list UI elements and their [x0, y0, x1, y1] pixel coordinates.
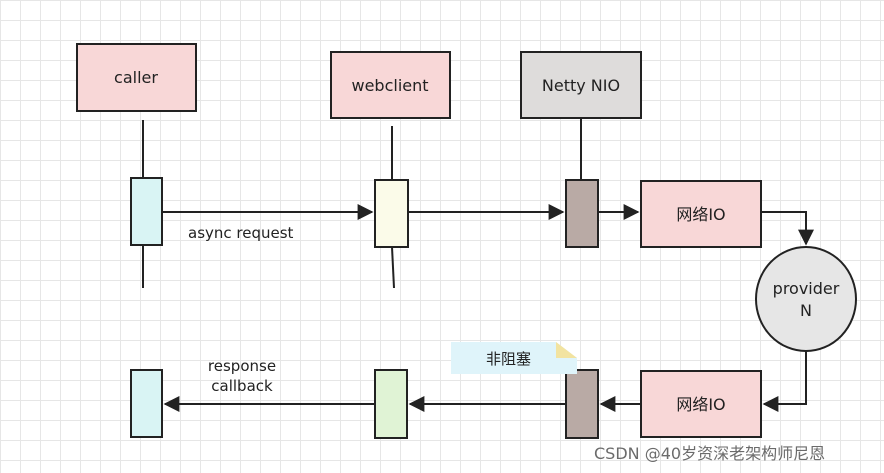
caller-box: caller	[76, 43, 197, 112]
network-io-top-label: 网络IO	[676, 205, 725, 224]
watermark-text: CSDN @40岁资深老架构师尼恩	[594, 444, 825, 463]
caller-activation-bottom	[130, 369, 163, 438]
provider-label-line1: provider	[773, 279, 840, 298]
netty-activation-top	[565, 179, 599, 248]
network-io-bottom-box: 网络IO	[640, 370, 762, 438]
caller-activation-top	[130, 177, 163, 246]
webclient-box: webclient	[330, 51, 451, 119]
response-label-line1: response	[208, 357, 276, 375]
provider-label-line2: N	[800, 301, 812, 320]
arrow-provider-to-io	[762, 351, 807, 412]
async-request-label: async request	[188, 224, 294, 242]
network-io-bottom-label: 网络IO	[676, 395, 725, 414]
netty-nio-box: Netty NIO	[520, 51, 642, 119]
caller-label: caller	[114, 68, 158, 87]
webclient-lifeline-bottom	[391, 246, 395, 289]
webclient-activation-top	[374, 179, 409, 248]
provider-node: provider N	[755, 246, 857, 352]
network-io-top-box: 网络IO	[640, 180, 762, 248]
response-label-line2: callback	[211, 377, 273, 395]
nonblocking-note: 非阻塞	[451, 342, 577, 374]
webclient-activation-bottom	[374, 369, 408, 439]
netty-nio-label: Netty NIO	[542, 76, 620, 95]
netty-activation-bottom	[565, 369, 599, 439]
webclient-label: webclient	[351, 76, 428, 95]
nonblocking-label: 非阻塞	[486, 350, 531, 368]
arrow-io-to-provider	[761, 211, 814, 246]
